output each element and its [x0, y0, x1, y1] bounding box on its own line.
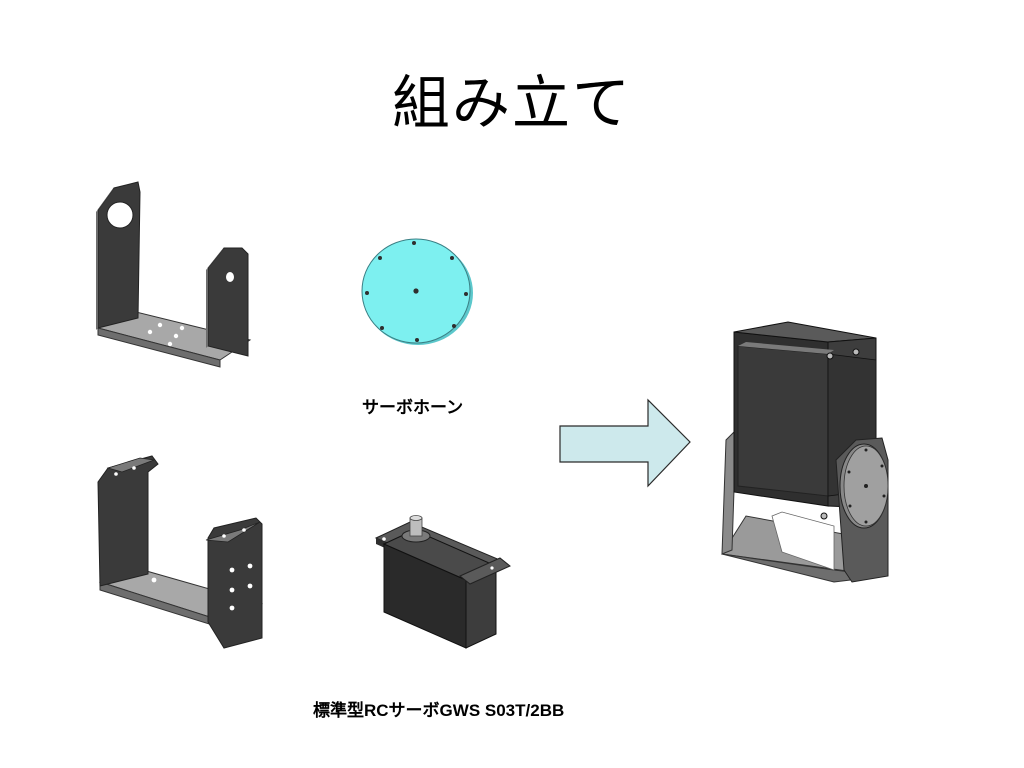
u-bracket-flanged-icon [97, 455, 263, 649]
servo-horn-disc-icon [361, 238, 473, 345]
slide-title: 組み立て [391, 69, 632, 137]
servo-caption: 標準型RCサーボGWS S03T/2BB [313, 701, 565, 720]
assembled-pan-tilt-icon [721, 321, 889, 583]
servo-horn-caption: サーボホーン [362, 398, 464, 417]
rc-servo-icon [374, 515, 511, 649]
u-bracket-with-holes-icon [96, 181, 252, 368]
right-arrow-icon [559, 398, 691, 488]
